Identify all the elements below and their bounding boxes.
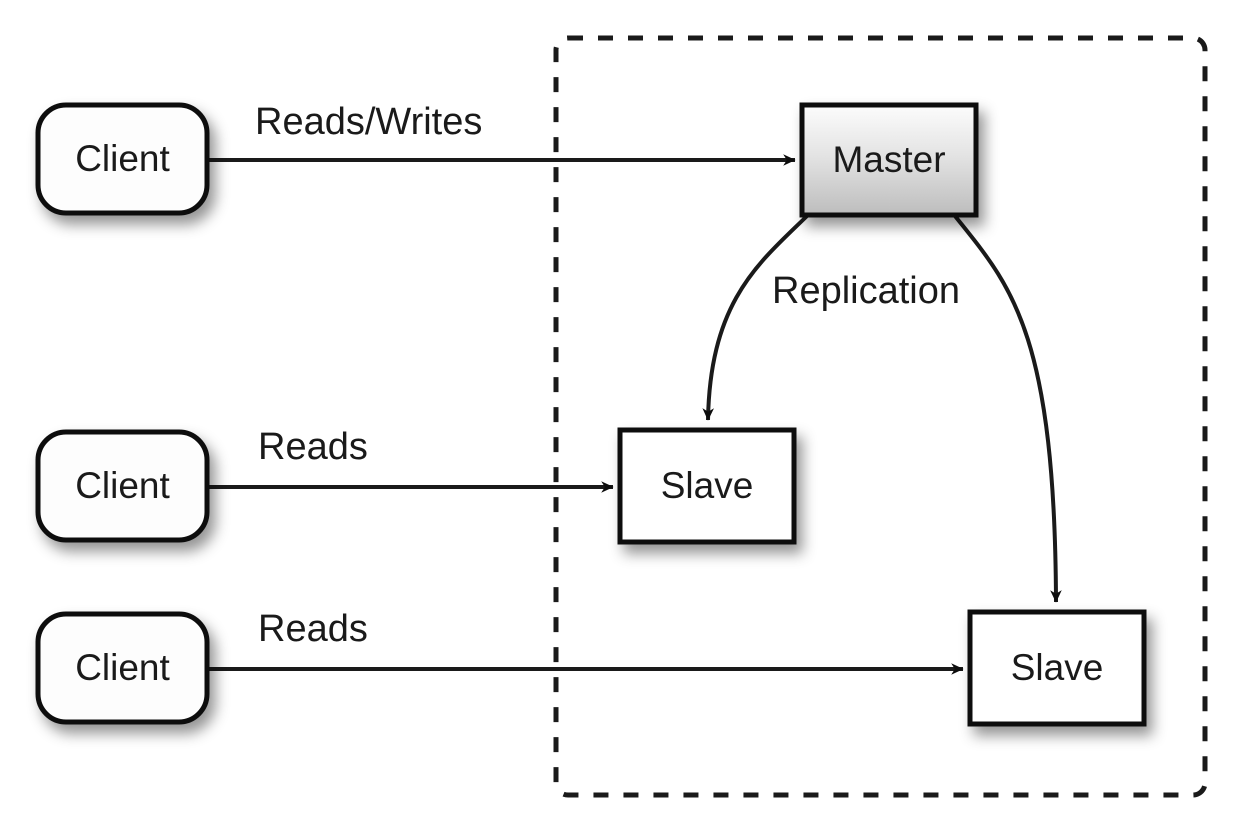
edge-line <box>702 214 809 421</box>
node-shape[interactable] <box>799 102 979 218</box>
node-shape[interactable] <box>35 102 210 216</box>
node-shape[interactable] <box>617 427 797 545</box>
edge-master-to-slave1-replication <box>702 214 809 421</box>
node-label: Slave <box>1011 647 1104 688</box>
node-label: Client <box>75 465 170 506</box>
edge-line <box>953 214 1062 603</box>
node-slave-1[interactable]: Slave <box>617 427 797 545</box>
node-shape[interactable] <box>35 611 210 725</box>
edge-label-client2-to-slave1: Reads <box>258 426 368 468</box>
node-label: Client <box>75 138 170 179</box>
node-label: Client <box>75 647 170 688</box>
edge-label-client3-to-slave2: Reads <box>258 608 368 650</box>
database-cluster-boundary <box>553 35 1208 798</box>
node-label: Master <box>832 139 945 180</box>
node-client-2[interactable]: Client <box>35 429 210 543</box>
node-slave-2[interactable]: Slave <box>967 609 1147 727</box>
node-client-1[interactable]: Client <box>35 102 210 216</box>
node-shape[interactable] <box>35 429 210 543</box>
node-master-node[interactable]: Master <box>799 102 979 218</box>
edge-master-to-slave2-replication <box>953 214 1062 603</box>
edge-label-client1-to-master: Reads/Writes <box>255 101 482 143</box>
node-shape[interactable] <box>967 609 1147 727</box>
edge-layer <box>209 154 1062 675</box>
boundary-dashed-rect <box>553 35 1208 798</box>
node-client-3[interactable]: Client <box>35 611 210 725</box>
edge-label-master-to-slave1-replication: Replication <box>772 270 960 312</box>
node-label: Slave <box>661 465 754 506</box>
